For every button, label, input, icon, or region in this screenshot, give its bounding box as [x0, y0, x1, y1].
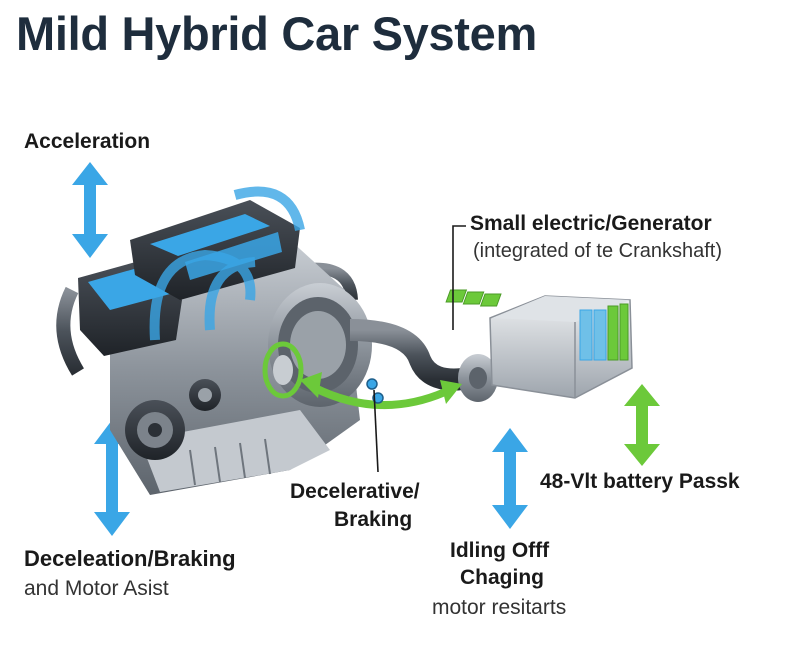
battery-label: 48-Vlt battery Passk: [540, 470, 740, 493]
charging-label: Chaging: [460, 566, 544, 589]
page-title: Mild Hybrid Car System: [16, 7, 537, 60]
leader-lines: [373, 225, 466, 473]
decel-braking-label-line1: Decelerative/: [290, 480, 420, 503]
motor-restarts-label: motor resitarts: [432, 596, 567, 619]
deceleration-arrow-icon: [94, 420, 130, 536]
regen-flow-arrow-icon: [300, 372, 462, 409]
decel-braking-label-line2: Braking: [334, 508, 413, 531]
airflow-arrows-icon: [149, 186, 305, 341]
idling-arrow-icon: [492, 428, 528, 529]
motor-assist-label: and Motor Asist: [24, 577, 169, 600]
deceleration-label: Deceleation/Braking: [24, 546, 236, 571]
battery-pack: [445, 289, 633, 399]
generator-label: Small electric/Generator: [470, 212, 712, 235]
acceleration-arrow-icon: [72, 162, 108, 258]
acceleration-label: Acceleration: [24, 130, 151, 153]
generator-sublabel: (integrated of te Crankshaft): [473, 240, 723, 262]
engine-block: [56, 200, 372, 495]
connecting-pipe: [349, 319, 498, 402]
battery-arrow-icon: [624, 384, 660, 466]
idling-label: Idling Offf: [450, 539, 550, 562]
